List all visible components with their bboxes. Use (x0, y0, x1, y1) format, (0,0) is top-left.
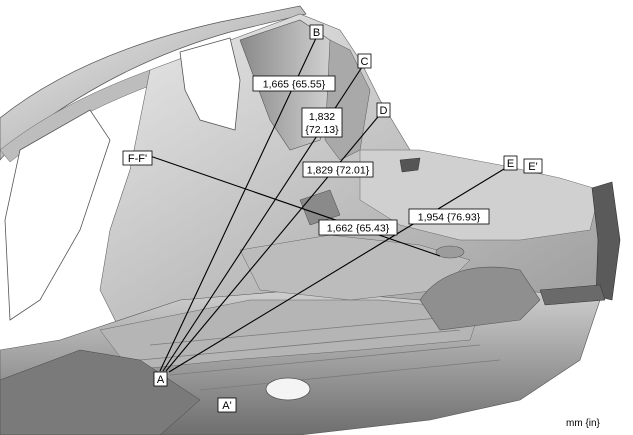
point-labels: B C D E E' F-F' A A' (122, 24, 543, 413)
point-label-c: C (361, 56, 369, 68)
line-a-e (168, 165, 510, 373)
point-label-e: E (507, 158, 514, 170)
vehicle-body-illustration (0, 5, 621, 435)
point-label-b: B (313, 27, 320, 39)
point-label-d: D (380, 105, 388, 117)
point-label-a-prime: A' (222, 400, 231, 412)
measurement-f-f: 1,662 {65.43} (327, 223, 390, 235)
point-label-e-prime: E' (528, 161, 537, 173)
point-label-a: A (157, 374, 165, 386)
measurement-a-e: 1,954 {76.93} (418, 212, 481, 224)
measurement-a-c-in: {72.13} (305, 124, 339, 136)
point-label-f-f-prime: F-F' (128, 153, 147, 165)
line-a-b (159, 35, 318, 372)
line-a-d (165, 111, 383, 372)
line-f-f (149, 155, 441, 257)
measurement-labels: 1,665 {65.55} 1,832 {72.13} 1,829 {72.01… (252, 75, 490, 236)
measurement-a-d: 1,829 {72.01} (307, 165, 370, 177)
measurement-a-c-mm: 1,832 (309, 111, 335, 123)
unit-note: mm {in} (566, 418, 601, 429)
measurement-a-b: 1,665 {65.55} (263, 79, 326, 91)
